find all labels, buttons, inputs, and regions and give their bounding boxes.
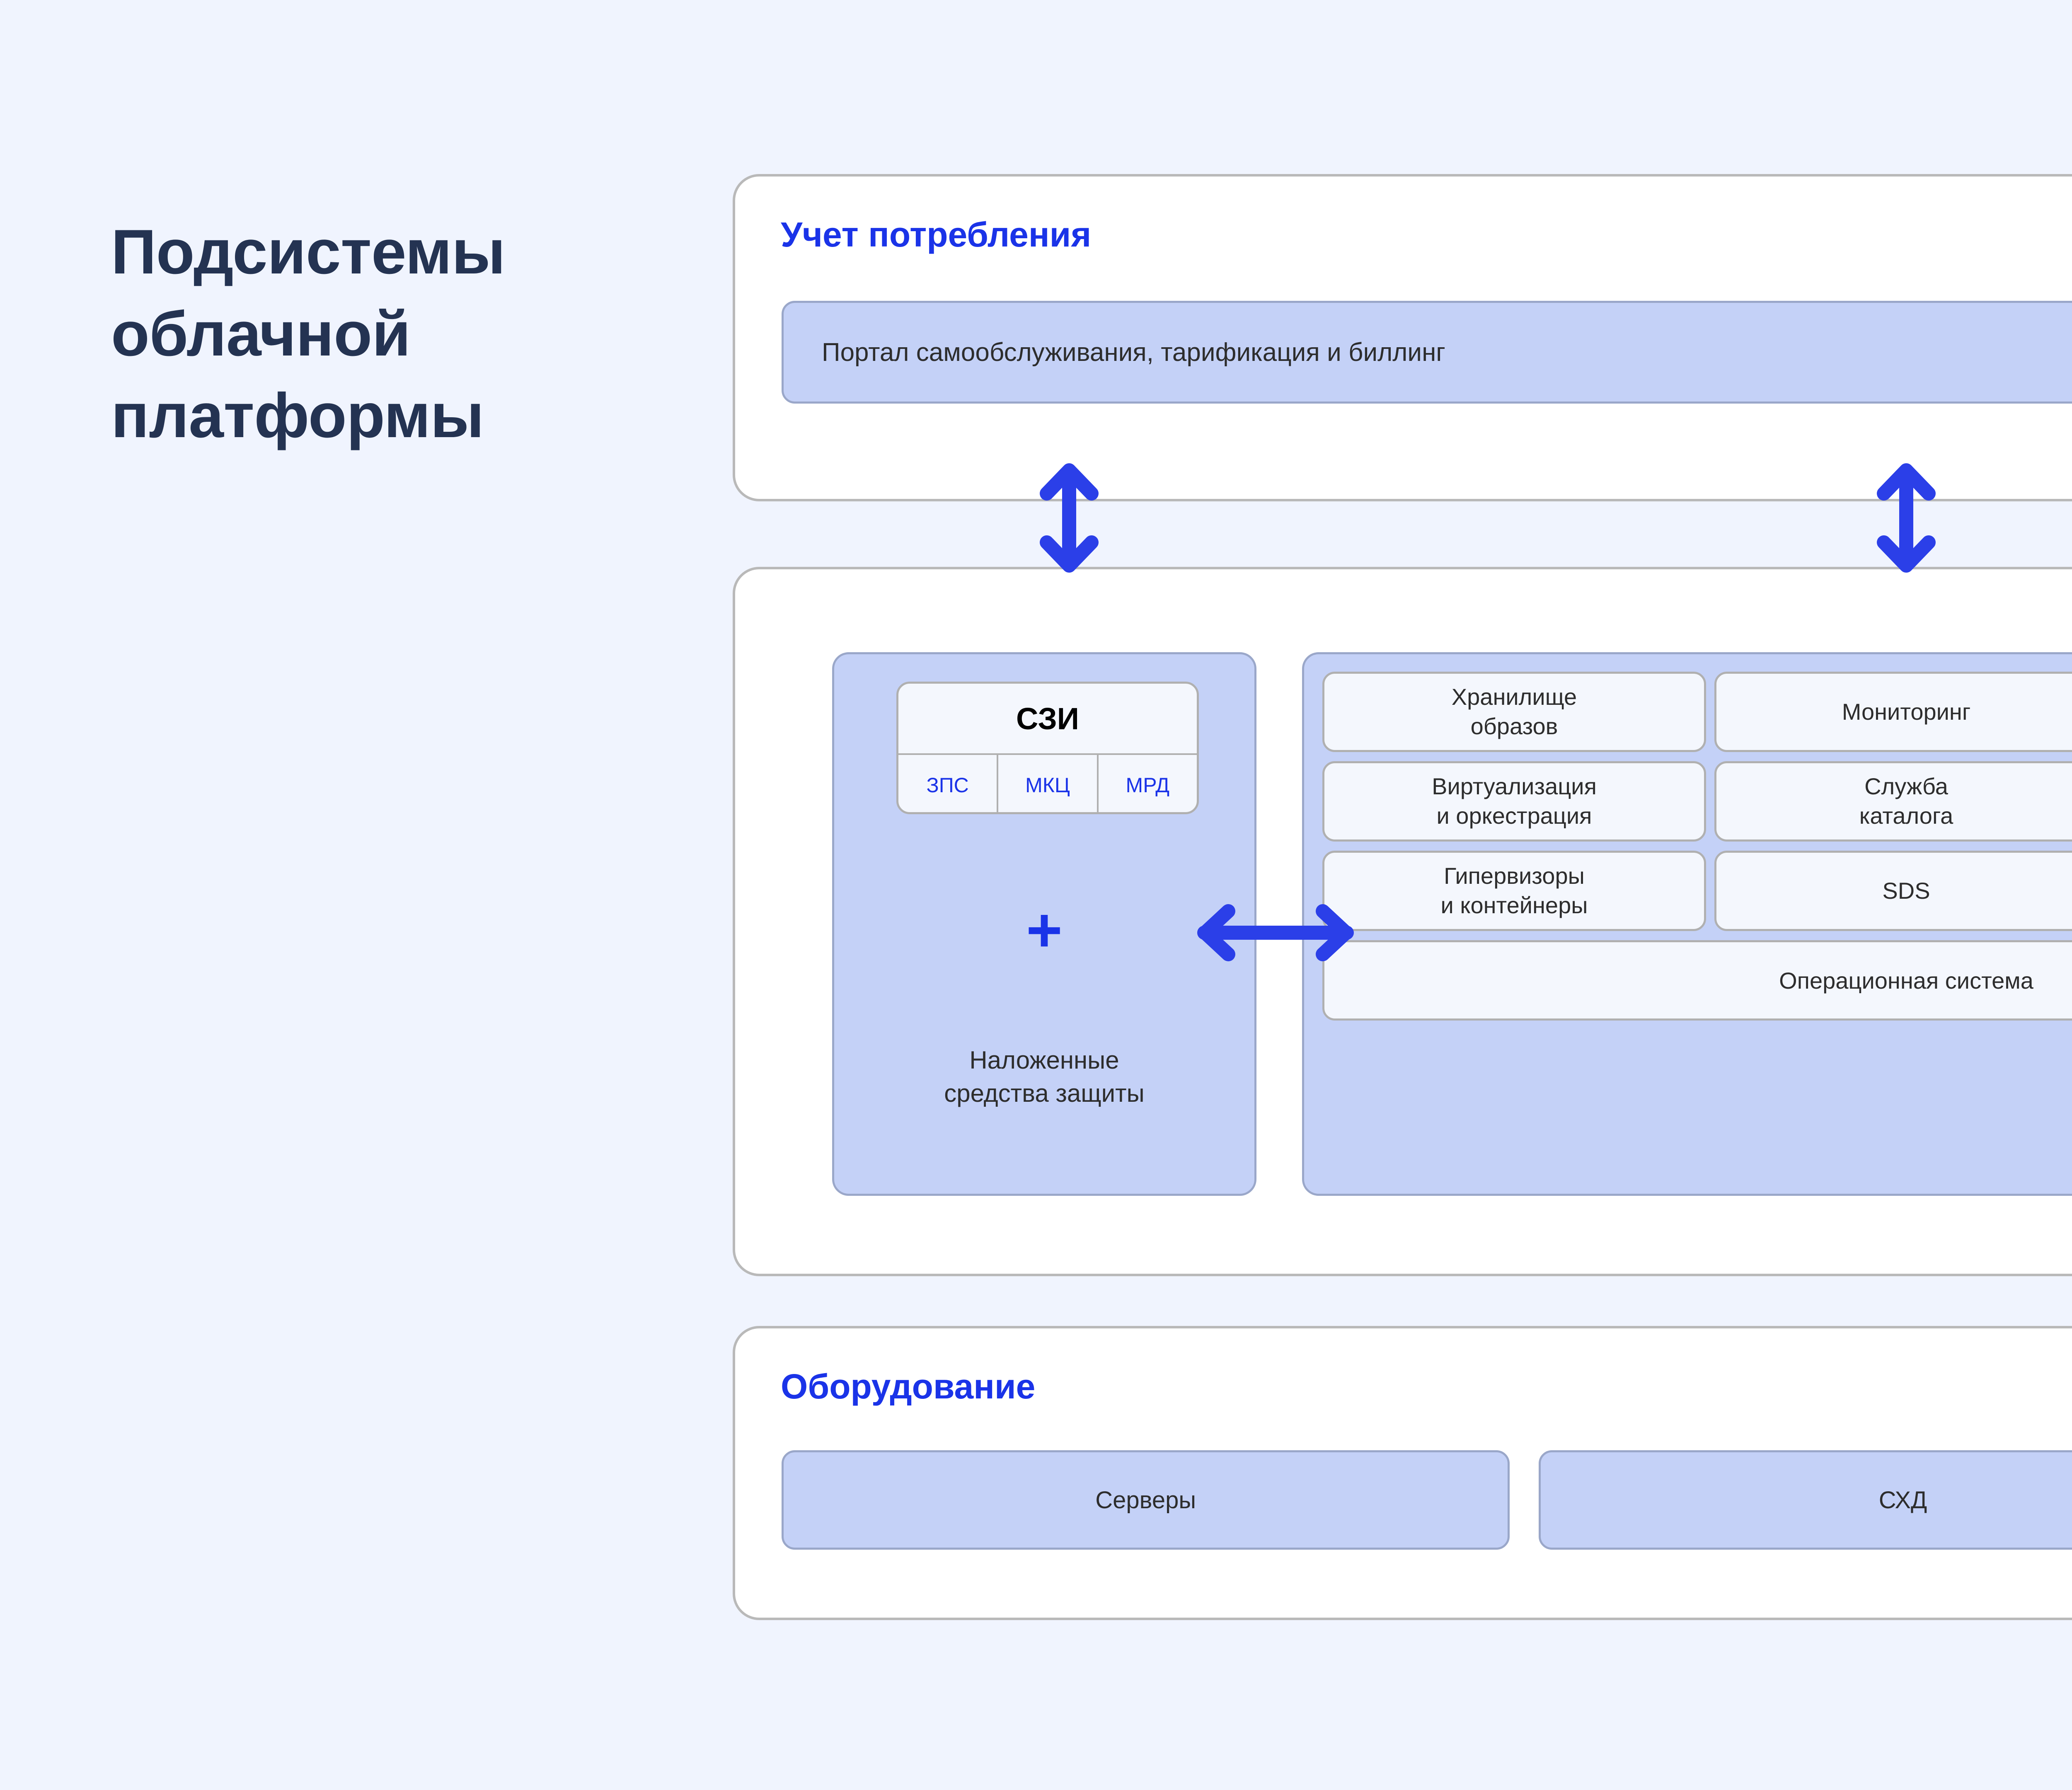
szi-cell-zps[interactable]: ЗПС xyxy=(898,755,999,812)
operating-system-bar[interactable]: Операционная система xyxy=(1322,940,2072,1021)
arrow-consumption-to-services xyxy=(1869,458,1944,578)
service-sds[interactable]: SDS xyxy=(1714,851,2072,931)
hardware-servers[interactable]: Серверы xyxy=(782,1450,1510,1550)
service-image-storage[interactable]: Хранилище образов xyxy=(1322,672,1706,752)
szi-box[interactable]: СЗИ ЗПС МКЦ МРД xyxy=(896,682,1199,814)
consumption-panel: Учет потребления Портал самообслуживания… xyxy=(733,174,2072,501)
self-service-portal-bar[interactable]: Портал самообслуживания, тарификация и б… xyxy=(782,301,2072,404)
szi-cell-mrd[interactable]: МРД xyxy=(1126,774,1170,797)
arrow-szi-to-services xyxy=(1188,897,1363,968)
page-title: Подсистемы облачной платформы xyxy=(111,217,506,451)
hardware-heading: Оборудование xyxy=(781,1367,1036,1406)
arrow-consumption-to-szi xyxy=(1032,458,1106,578)
services-card: Хранилище образов Мониторинг Автоматизац… xyxy=(1302,652,2072,1196)
services-grid: Хранилище образов Мониторинг Автоматизац… xyxy=(1322,672,2072,931)
hardware-panel: Оборудование Серверы СХД Сеть xyxy=(733,1326,2072,1620)
szi-cell-mkc[interactable]: МКЦ xyxy=(998,755,1099,812)
hardware-row: Серверы СХД Сеть xyxy=(782,1450,2072,1550)
plus-icon: + xyxy=(1026,895,1063,965)
service-monitoring[interactable]: Мониторинг xyxy=(1714,672,2072,752)
szi-title: СЗИ xyxy=(898,684,1197,755)
service-virtualization-orchestration[interactable]: Виртуализация и оркестрация xyxy=(1322,761,1706,842)
security-card-caption: Наложенные средства защиты xyxy=(944,1046,1145,1108)
platform-panel: СЗИ ЗПС МКЦ МРД + Наложенные средства за… xyxy=(733,567,2072,1276)
hardware-storage[interactable]: СХД xyxy=(1539,1450,2072,1550)
self-service-portal-label: Портал самообслуживания, тарификация и б… xyxy=(822,338,1445,367)
consumption-heading: Учет потребления xyxy=(781,215,1092,254)
security-card: СЗИ ЗПС МКЦ МРД + Наложенные средства за… xyxy=(832,652,1256,1196)
szi-cell-row: ЗПС МКЦ МРД xyxy=(898,755,1197,812)
service-directory-service[interactable]: Служба каталога xyxy=(1714,761,2072,842)
service-hypervisors-containers[interactable]: Гипервизоры и контейнеры xyxy=(1322,851,1706,931)
